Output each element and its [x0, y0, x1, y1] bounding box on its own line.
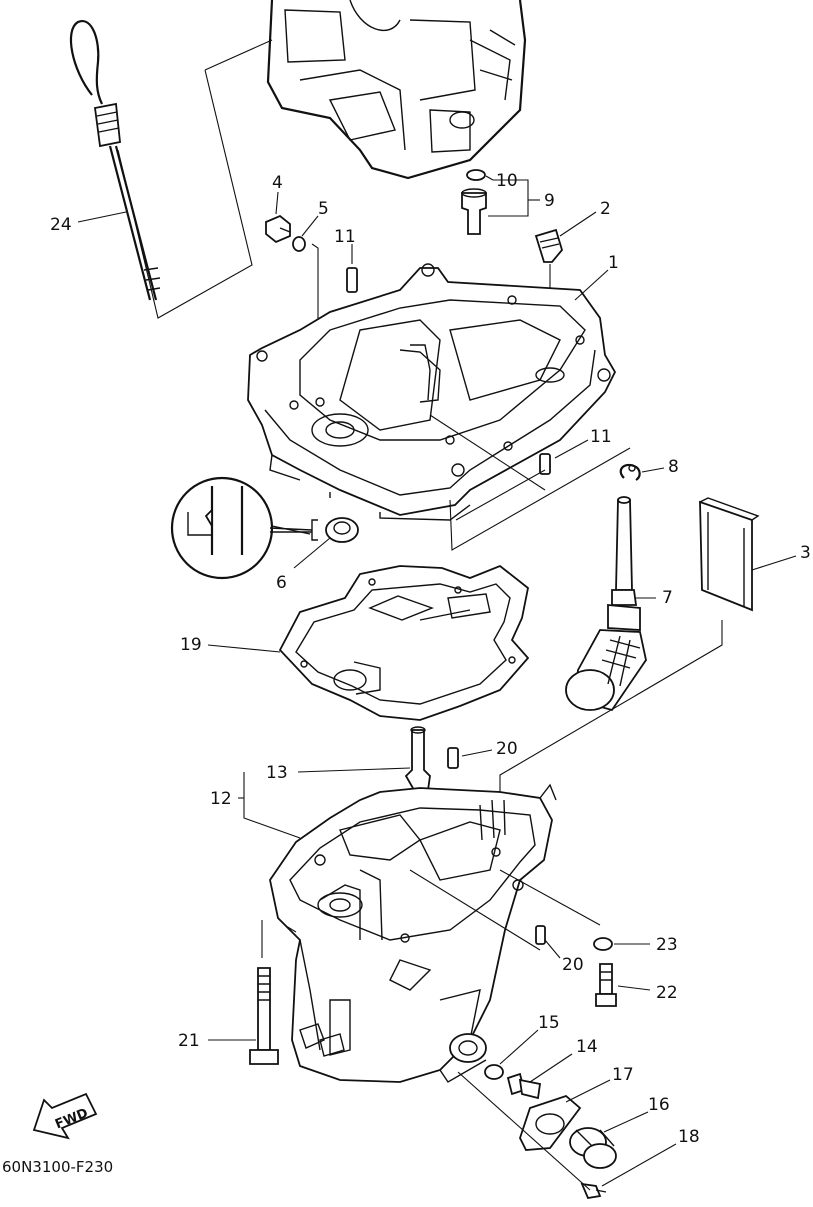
dowel-pin-11-top [346, 267, 358, 293]
callout-20-lower: 20 [562, 955, 584, 975]
callout-3: 3 [800, 543, 811, 563]
dipstick [69, 20, 161, 301]
baffle-plate-3 [699, 497, 760, 612]
callout-4: 4 [272, 173, 283, 193]
callout-22: 22 [656, 983, 678, 1003]
dowel-pin-20-lower [535, 925, 546, 945]
o-ring-10 [466, 169, 486, 181]
callout-16: 16 [648, 1095, 670, 1115]
callout-5: 5 [318, 199, 329, 219]
dowel-pin-11-lower [539, 453, 551, 475]
callout-9: 9 [544, 191, 555, 211]
bolt-4 [265, 214, 291, 244]
callout-17: 17 [612, 1065, 634, 1085]
washer-23 [593, 937, 613, 951]
callout-24: 24 [50, 215, 72, 235]
callout-2: 2 [600, 199, 611, 219]
oil-seal-detail [170, 476, 313, 580]
gasket-17 [519, 1094, 582, 1151]
dowel-pin-20-top [447, 747, 459, 769]
pan-bolt-21-leader [261, 920, 297, 958]
bolt-22 [595, 963, 617, 1007]
callout-15: 15 [538, 1013, 560, 1033]
drain-leader [457, 1071, 591, 1191]
pan-pin-leader [409, 869, 541, 951]
pan-bolt-leader [499, 869, 601, 926]
callout-7: 7 [662, 588, 673, 608]
drain-bolt-14 [506, 1072, 542, 1100]
engine-block [266, 0, 527, 180]
callout-19: 19 [180, 635, 202, 655]
callout-10: 10 [496, 171, 518, 191]
washer-5 [292, 236, 306, 252]
callout-6: 6 [276, 573, 287, 593]
callout-14: 14 [576, 1037, 598, 1057]
callout-11-lower: 11 [590, 427, 612, 447]
gasket-15 [484, 1064, 504, 1080]
base-leader-frame [449, 447, 631, 551]
oil-seal-6 [311, 517, 359, 543]
callout-20-top: 20 [496, 739, 518, 759]
callout-13: 13 [266, 763, 288, 783]
callout-23: 23 [656, 935, 678, 955]
engine-base-plate [247, 263, 617, 521]
sleeve-9 [461, 188, 487, 235]
callout-12: 12 [210, 789, 232, 809]
callout-11-top: 11 [334, 227, 356, 247]
callout-21: 21 [178, 1031, 200, 1051]
callout-labels: 24 4 5 11 10 9 2 1 11 8 3 7 6 19 20 13 1… [50, 171, 811, 1147]
cover-16 [569, 1127, 617, 1169]
callout-leaders [77, 175, 797, 1187]
callout-8: 8 [668, 457, 679, 477]
oil-pan-12 [269, 783, 557, 1083]
fwd-arrow: FWD [32, 1092, 98, 1140]
bolt-21 [249, 967, 279, 1065]
callout-18: 18 [678, 1127, 700, 1147]
circlip-8 [619, 463, 641, 481]
drawing-code: 60N3100-F230 [2, 1158, 113, 1176]
dipstick-guide-outline [117, 39, 273, 319]
gasket-19 [278, 564, 530, 721]
oil-strainer-7 [565, 496, 647, 712]
callout-1: 1 [608, 253, 619, 273]
pin-leader [429, 414, 546, 491]
